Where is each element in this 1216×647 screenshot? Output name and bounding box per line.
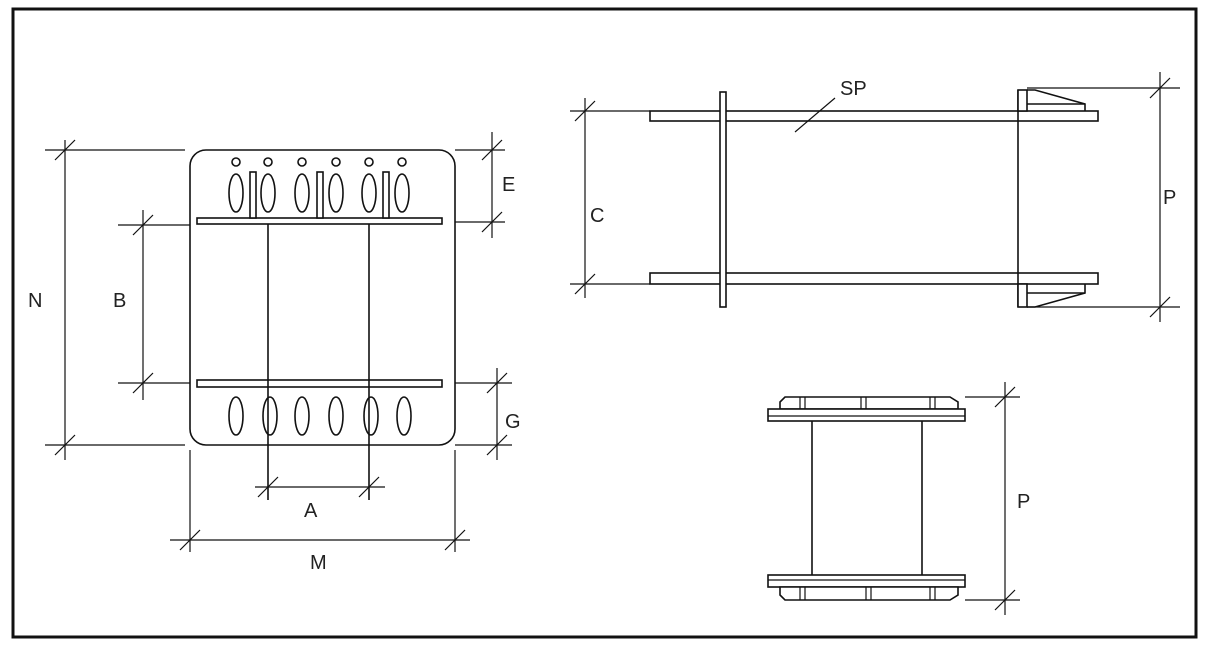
dimension-lines (45, 132, 512, 552)
lower-plate (649, 272, 1099, 285)
side-view: C SP P (570, 72, 1180, 322)
dim-label-m: M (310, 552, 327, 574)
dim-label-p-side: P (1163, 187, 1176, 209)
dim-label-b: B (113, 290, 126, 312)
end-top-plate (767, 408, 966, 422)
top-pins (228, 157, 410, 219)
dim-label-a: A (304, 500, 318, 522)
bobbin-outline (189, 149, 456, 446)
front-view: N B E G A M (28, 132, 521, 574)
drawing-frame (11, 7, 1198, 639)
bottom-slots (228, 396, 412, 436)
side-dimension-lines (570, 72, 1180, 322)
dim-label-c: C (590, 205, 604, 227)
dim-label-sp: SP (840, 78, 867, 100)
end-bottom-plate (767, 574, 966, 588)
dim-label-n: N (28, 290, 42, 312)
dim-label-p-end: P (1017, 491, 1030, 513)
upper-plate (649, 110, 1099, 122)
dim-label-g: G (505, 411, 521, 433)
end-view: P (767, 382, 1030, 615)
dim-label-e: E (502, 174, 515, 196)
flange-left (719, 91, 727, 308)
bottom-flange (196, 379, 443, 388)
top-flange (196, 217, 443, 225)
